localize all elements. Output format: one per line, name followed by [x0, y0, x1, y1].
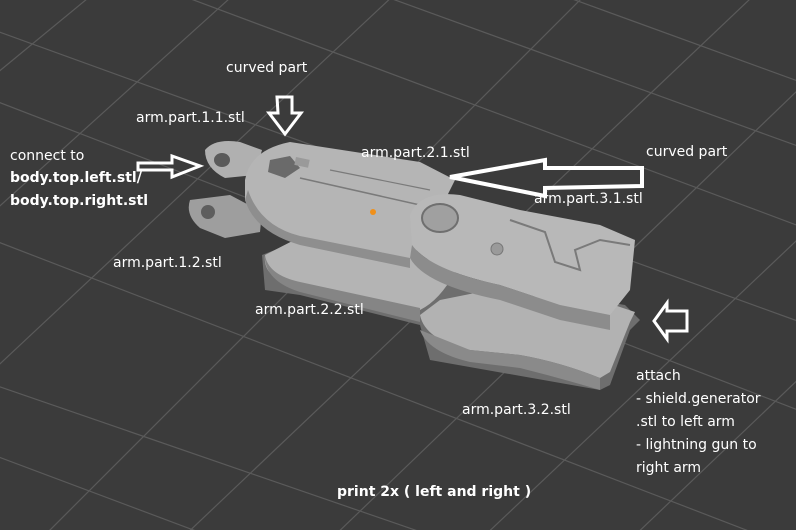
arrow-right-outline-icon — [136, 153, 205, 180]
part-label-1-2: arm.part.1.2.stl — [113, 255, 222, 271]
connect-target-left: body.top.left.stl/ — [10, 170, 142, 186]
part-label-3-1: arm.part.3.1.stl — [534, 191, 643, 207]
part-label-2-2: arm.part.2.2.stl — [255, 302, 364, 318]
attach-note: attach - shield.generator .stl to left a… — [636, 365, 761, 480]
print-note: print 2x ( left and right ) — [337, 484, 532, 500]
curved-part-label-top: curved part — [226, 60, 308, 76]
part-label-2-1: arm.part.2.1.stl — [361, 145, 470, 161]
attach-line-5: right arm — [636, 460, 702, 476]
arrow-down-outline-icon — [265, 95, 305, 137]
arrow-left-long-outline-icon — [449, 157, 644, 199]
connect-line-1: connect to — [10, 148, 85, 164]
attach-line-2: - shield.generator — [636, 391, 761, 407]
arrow-left-outline-icon — [652, 298, 689, 344]
part-label-3-2: arm.part.3.2.stl — [462, 402, 571, 418]
arm-model — [188, 141, 640, 390]
curved-part-label-right: curved part — [646, 144, 728, 160]
connect-target-right: body.top.right.stl — [10, 193, 148, 209]
attach-line-4: - lightning gun to — [636, 437, 757, 453]
part-label-1-1: arm.part.1.1.stl — [136, 110, 245, 126]
origin-marker — [370, 209, 376, 215]
connect-label: connect to — [10, 146, 84, 167]
attach-line-1: attach — [636, 368, 681, 384]
attach-line-3: .stl to left arm — [636, 414, 735, 430]
